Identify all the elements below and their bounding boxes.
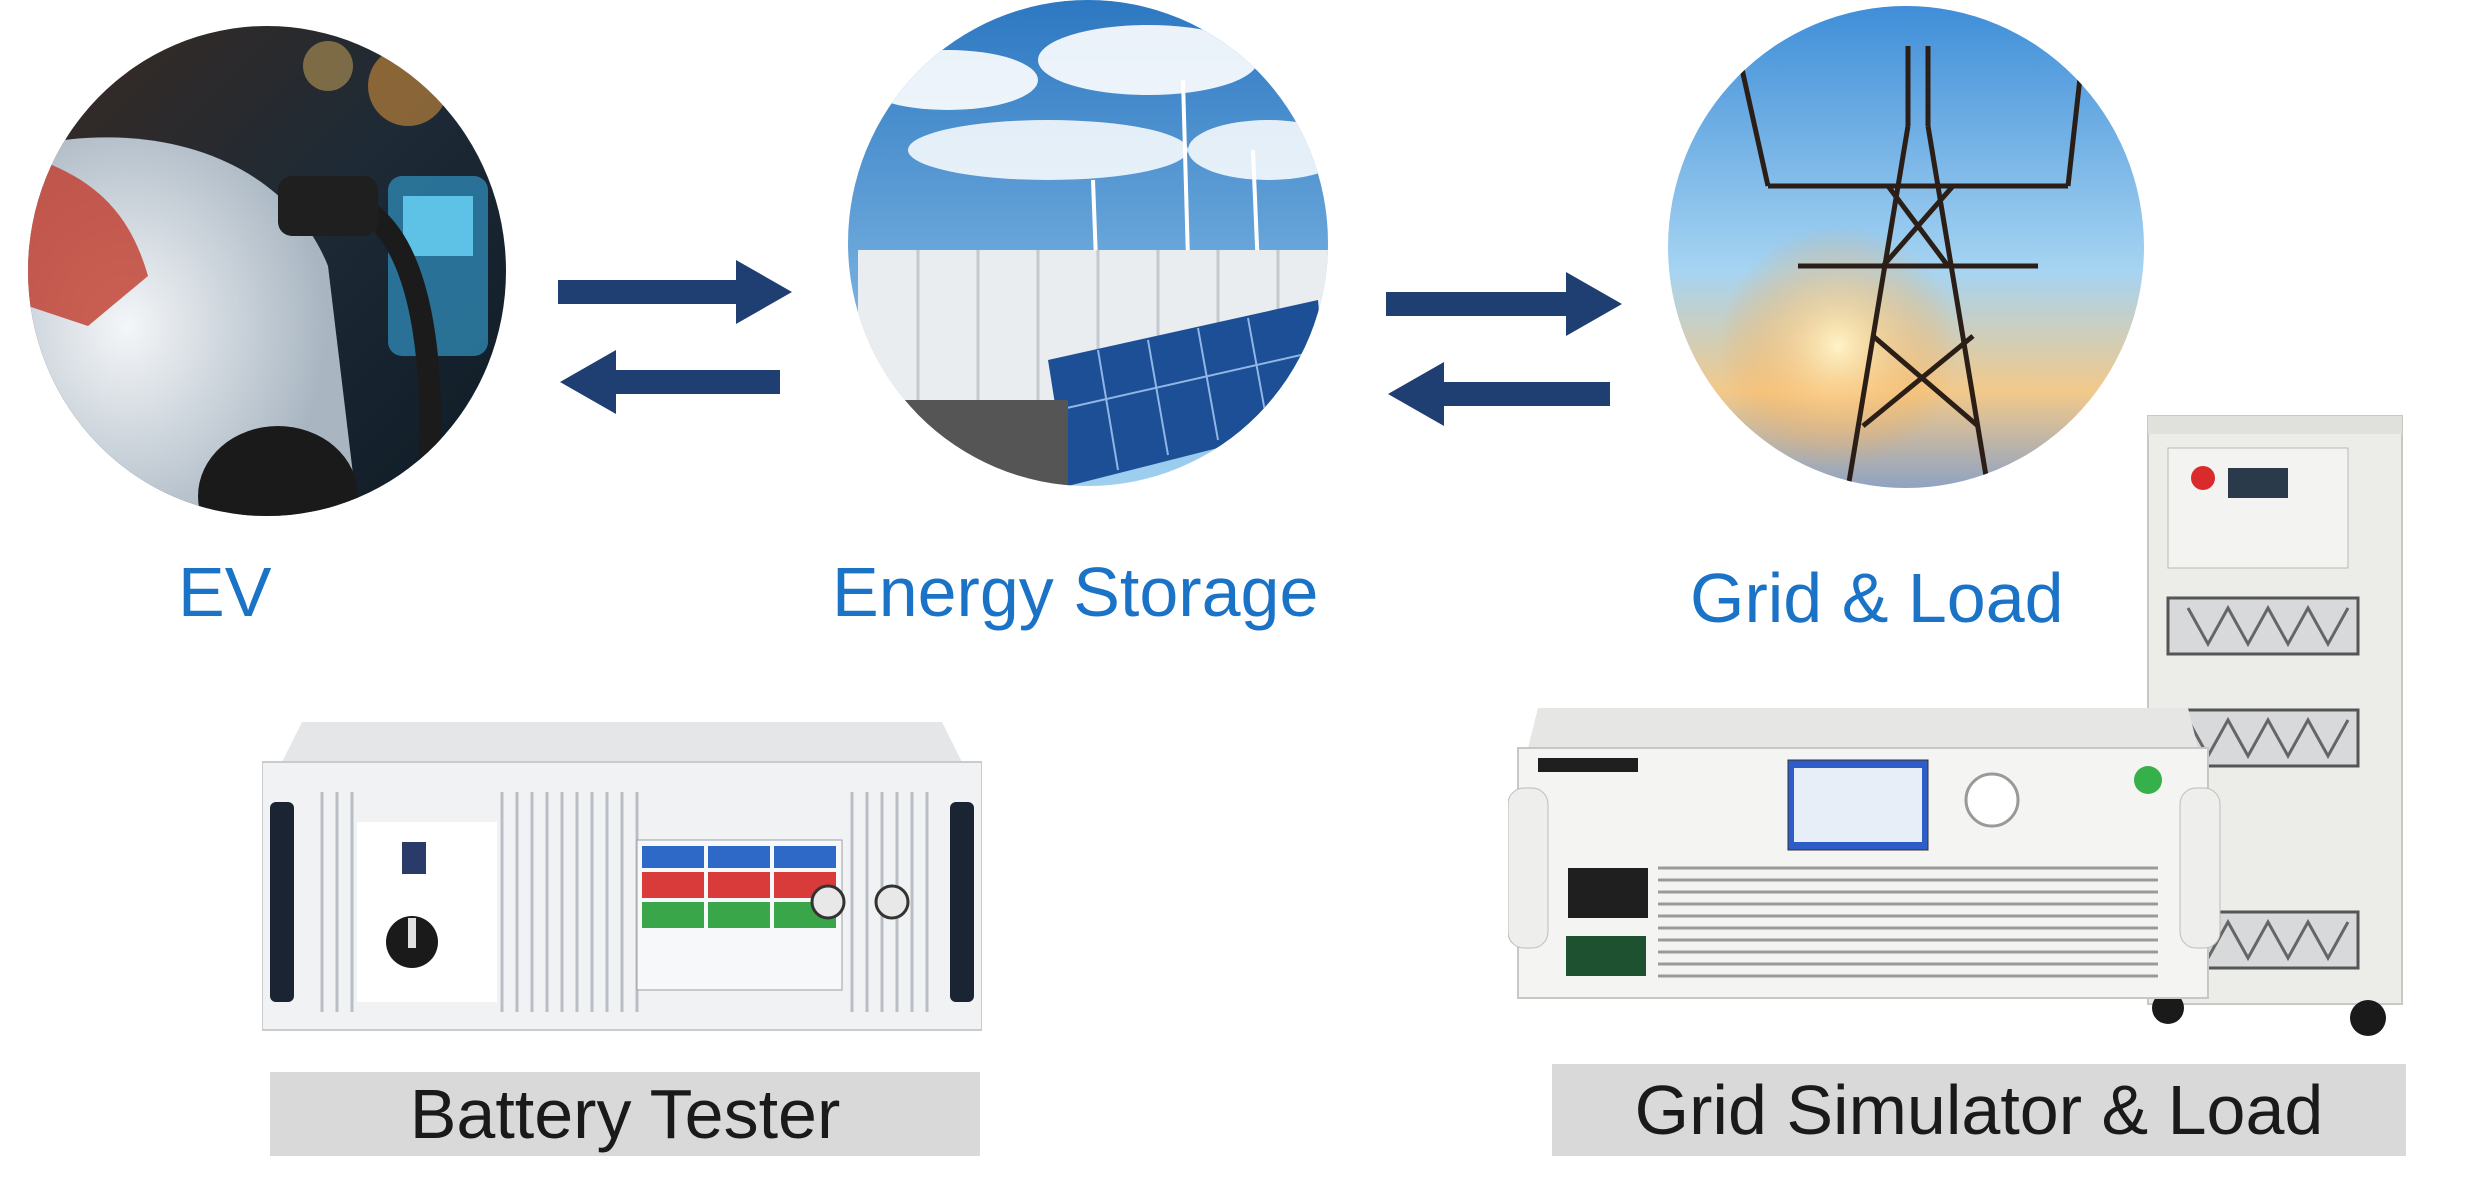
energy-storage-photo xyxy=(848,0,1328,486)
battery-tester-caption-box xyxy=(270,1072,980,1156)
arrow-right-icon xyxy=(558,260,792,324)
bidirectional-arrows-storage-grid xyxy=(1386,272,1622,426)
power-tower-photo xyxy=(1668,6,2144,488)
grid-simulator-caption-box xyxy=(1552,1064,2406,1156)
battery-tester-device xyxy=(262,722,982,1031)
grid-simulator-device xyxy=(1508,415,2403,1036)
ev-photo xyxy=(28,26,506,516)
arrow-right-icon xyxy=(1386,272,1622,336)
bidirectional-arrows-ev-storage xyxy=(558,260,792,414)
arrow-left-icon xyxy=(1388,362,1610,426)
node-label-ev: EV xyxy=(178,553,272,631)
grid-simulator-caption: Grid Simulator & Load xyxy=(1634,1071,2324,1149)
node-label-grid-load: Grid & Load xyxy=(1690,559,2064,637)
node-label-energy-storage: Energy Storage xyxy=(832,553,1319,631)
battery-tester-caption: Battery Tester xyxy=(409,1075,841,1153)
arrow-left-icon xyxy=(560,350,780,414)
